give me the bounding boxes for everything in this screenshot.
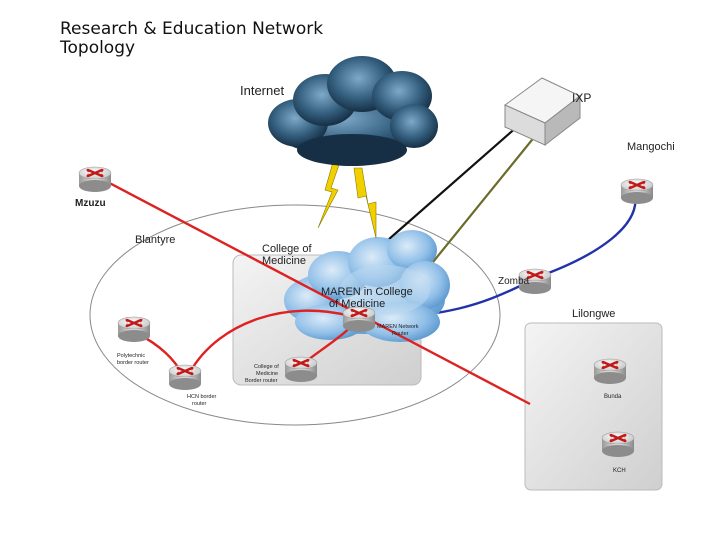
router-bunda[interactable]	[593, 357, 627, 386]
label-com-router-3: Border router	[245, 378, 278, 384]
lightning-bolt-2	[353, 167, 377, 239]
label-maren-1: MAREN in College	[321, 286, 413, 298]
label-polytechnic-router-1: Polytechnic	[117, 353, 145, 359]
router-kch[interactable]	[601, 430, 635, 459]
router-polytechnic[interactable]	[117, 315, 151, 344]
label-maren-2: of Medicine	[329, 298, 385, 310]
label-zomba: Zomba	[498, 276, 530, 287]
label-polytechnic-router-2: border router	[117, 360, 149, 366]
label-college-of-medicine-1: College of	[262, 243, 312, 255]
label-hcn-router-1: HCN border	[187, 394, 217, 400]
lilongwe-box	[524, 322, 663, 491]
internet-cloud	[268, 56, 438, 166]
ixp-device	[504, 77, 581, 147]
blantyre-region-ellipse	[89, 204, 501, 426]
router-college-of-medicine[interactable]	[284, 355, 318, 384]
label-ixp: IXP	[572, 91, 591, 105]
link-hcn-maren	[188, 309, 351, 373]
router-maren[interactable]	[342, 305, 376, 334]
label-hcn-router-2: router	[192, 401, 207, 407]
link-zomba-ixp	[432, 129, 541, 263]
router-hcn[interactable]	[168, 363, 202, 392]
lightning-bolt-1	[317, 161, 341, 229]
label-internet: Internet	[240, 83, 284, 98]
label-lilongwe: Lilongwe	[572, 308, 615, 320]
router-mzuzu[interactable]	[78, 165, 112, 194]
label-mangochi: Mangochi	[627, 141, 675, 153]
router-mangochi[interactable]	[620, 177, 654, 206]
link-mzuzu-lilongwe	[97, 175, 531, 406]
label-com-router-2: Medicine	[256, 371, 278, 377]
label-blantyre: Blantyre	[135, 234, 175, 246]
label-kch: KCH	[613, 468, 626, 474]
label-bunda: Bunda	[604, 394, 622, 400]
link-mangochi-zomba	[534, 194, 637, 280]
label-maren-router-2: Router	[392, 331, 409, 337]
slide-title: Research & Education Network Topology	[60, 19, 324, 58]
label-college-of-medicine-2: Medicine	[262, 255, 306, 267]
label-maren-router-1: MAREN Network	[377, 324, 419, 330]
label-mzuzu: Mzuzu	[75, 198, 106, 209]
link-maren-ixp	[387, 117, 528, 241]
label-com-router-1: College of	[254, 364, 279, 370]
